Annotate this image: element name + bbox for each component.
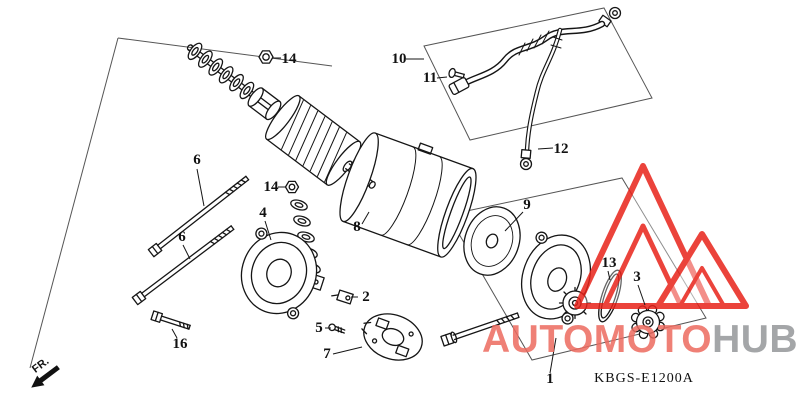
callout-label-7: 7 (323, 346, 331, 362)
starter-cable (448, 6, 622, 96)
washer-stack (187, 42, 255, 100)
callout-label-12: 12 (554, 141, 569, 157)
callout-label-3: 3 (633, 269, 641, 285)
group-boundary-lines (29, 7, 707, 369)
callout-label-14-top: 14 (282, 51, 298, 67)
callout-label-10: 10 (392, 51, 407, 67)
callout-label-2: 2 (362, 289, 370, 305)
callout-label-1: 1 (546, 371, 554, 387)
armature (186, 42, 376, 189)
through-bolt-lower (131, 225, 235, 306)
callout-label-5: 5 (315, 320, 323, 336)
front-bracket (240, 227, 318, 320)
callout-label-6-upper: 6 (193, 152, 201, 168)
callout-label-14-mid: 14 (264, 179, 280, 195)
callout-labels: 14 10 11 12 6 14 4 8 6 2 5 7 16 9 13 3 1 (173, 51, 641, 387)
callout-label-8: 8 (353, 219, 361, 235)
brush-holder-plate (361, 313, 423, 361)
cable-clip (448, 67, 465, 79)
watermark-triangle-large-inner (602, 223, 684, 309)
motor-housing (339, 132, 477, 258)
watermark-triangle-small-inner (678, 266, 726, 308)
callout-leaders (171, 57, 646, 374)
ground-cable (519, 27, 563, 171)
diagram-code: KBGS-E1200A (594, 371, 694, 386)
callout-label-13: 13 (602, 255, 617, 271)
fr-arrow-icon (31, 365, 60, 388)
lock-nut-mid (284, 180, 300, 194)
callout-label-6-lower: 6 (178, 229, 186, 245)
rear-bolt (440, 312, 520, 347)
screw (328, 323, 346, 334)
callout-label-11: 11 (423, 70, 437, 86)
watermark-logo (574, 163, 749, 309)
fr-direction-arrow: FR. (30, 355, 60, 388)
terminal-nut-top (258, 50, 274, 64)
callout-label-16: 16 (173, 336, 189, 352)
through-bolt-upper (147, 175, 250, 258)
mount-bolt (150, 310, 191, 330)
thrust-disc (463, 206, 521, 276)
brush-terminal (331, 289, 354, 305)
callout-label-4: 4 (259, 205, 267, 221)
callout-label-9: 9 (523, 197, 531, 213)
